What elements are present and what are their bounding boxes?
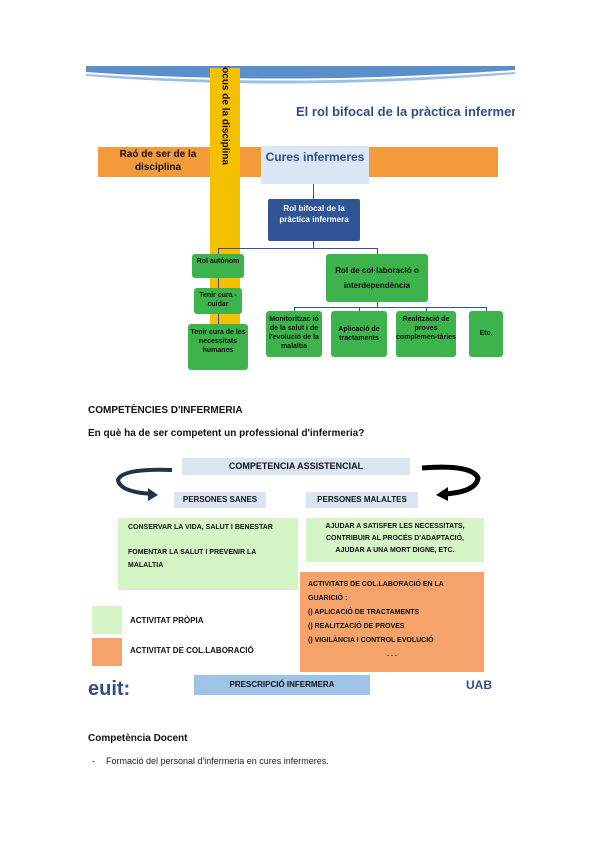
competencia-slide: COMPETENCIA ASSISTENCIAL PERSONES SANES … — [88, 452, 513, 700]
prescripcio-infermera: PRESCRIPCIÓ INFERMERA — [194, 675, 370, 695]
focus-bar — [210, 68, 240, 368]
connector — [294, 307, 487, 308]
competencia-assistencial: COMPETENCIA ASSISTENCIAL — [182, 458, 410, 475]
legend-propia: ACTIVITAT PRÒPIA — [130, 616, 204, 625]
left-box-line-1: CONSERVAR LA VIDA, SALUT I BENESTAR — [128, 524, 273, 531]
connector — [218, 314, 219, 324]
tenir-cura-necessitats-box: Tenir cura de les necessitats humanes — [188, 324, 248, 370]
slide-title: El rol bifocal de la pràctica infermer — [296, 104, 515, 119]
focus-label-container: Focus de la disciplina — [210, 66, 240, 165]
legend-swatch-propia — [92, 606, 122, 634]
euit-logo: euit: — [88, 678, 131, 700]
collaboracio-box: ACTIVITATS DE COL.LABORACIÓ EN LA GUARIC… — [300, 572, 484, 672]
rol-bifocal-box: Rol bifocal de la pràctica infermera — [268, 199, 360, 241]
cycle-arrow-right-icon — [421, 464, 481, 501]
rol-bifocal-slide: El rol bifocal de la pràctica infermer F… — [86, 66, 515, 372]
focus-label: Focus de la disciplina — [219, 66, 231, 165]
cures-label: Cures infermeres — [261, 146, 369, 184]
orange-box-title: ACTIVITATS DE COL.LABORACIÓ EN LA GUARIC… — [308, 581, 444, 602]
persones-sanes: PERSONES SANES — [174, 492, 266, 508]
connector — [377, 302, 378, 307]
connector — [294, 307, 295, 311]
sub-item-tractaments: Aplicació de tractaments — [331, 311, 387, 357]
connector — [218, 248, 219, 254]
persones-malaltes-box: AJUDAR A SATISFER LES NECESSITATS, CONTR… — [306, 518, 484, 562]
legend-swatch-collab — [92, 638, 122, 666]
docent-item: Formació del personal d'infermeria en cu… — [106, 756, 329, 766]
docent-title: Competència Docent — [88, 733, 188, 744]
orange-item-1: () APLICACIÓ DE TRACTAMENTS — [308, 609, 420, 616]
connector — [313, 184, 314, 199]
tenir-cura-cuidar-box: Tenir cura - cuidar — [194, 288, 242, 314]
orange-ellipsis: . . . — [387, 651, 397, 658]
connector — [218, 278, 219, 288]
activitat-propia-box: CONSERVAR LA VIDA, SALUT I BENESTAR FOME… — [118, 518, 298, 590]
question: En què ha de ser competent un profession… — [88, 428, 365, 439]
connector — [313, 241, 314, 248]
sub-item-monitoritzacio: Monitoritzac ió de la salut i de l'evolu… — [266, 311, 322, 357]
section-title: COMPETÈNCIES D'INFERMERIA — [88, 405, 243, 416]
connector — [377, 248, 378, 254]
legend-collab: ACTIVITAT DE COL.LABORACIÓ — [130, 646, 254, 655]
orange-item-3: () VIGILÀNCIA I CONTROL EVOLUCIÓ — [308, 637, 434, 644]
uab-logo: UAB — [466, 678, 492, 692]
header-swoosh — [86, 66, 515, 84]
rol-autonom-box: Rol autònom — [192, 254, 244, 278]
orange-item-2: () REALITZACIÓ DE PROVES — [308, 623, 405, 630]
connector — [426, 307, 427, 311]
connector — [359, 307, 360, 311]
sub-item-etc: Etc. — [469, 311, 503, 357]
rol-collab-box: Rol de col·laboració o interdependència — [326, 254, 428, 302]
docent-bullet: - — [92, 756, 95, 766]
connector — [218, 248, 378, 249]
connector — [486, 307, 487, 311]
cycle-arrow-left-icon — [115, 467, 173, 501]
sub-item-proves: Realització de proves complemen-tàries — [396, 311, 456, 357]
left-box-line-2: FOMENTAR LA SALUT I PREVENIR LA MALALTIA — [128, 549, 257, 569]
rao-label: Raó de ser de la disciplina — [119, 149, 197, 173]
persones-malaltes: PERSONES MALALTES — [306, 492, 418, 508]
